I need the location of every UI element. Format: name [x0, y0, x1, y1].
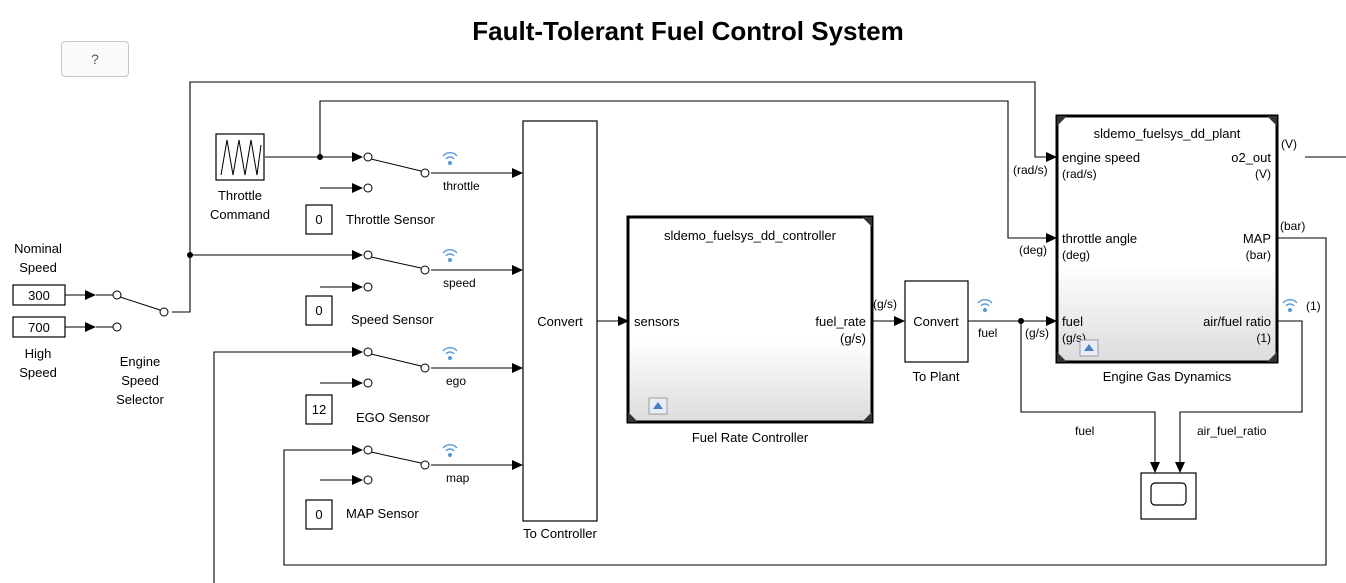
plant-model-name: sldemo_fuelsys_dd_plant	[1094, 126, 1241, 141]
fuel-rate-controller-label: Fuel Rate Controller	[692, 430, 809, 445]
nominal-speed-constant[interactable]	[12, 284, 66, 306]
wire-unit-o2: (V)	[1281, 137, 1297, 151]
air-fuel-ratio-signal-label: air_fuel_ratio	[1197, 424, 1267, 438]
plant-out-map-unit: (bar)	[1246, 248, 1271, 262]
to-controller-convert-label: Convert	[537, 314, 583, 329]
plant-out-air-fuel-ratio: air/fuel ratio	[1203, 314, 1271, 329]
selector-label: Engine	[120, 354, 160, 369]
wifi-icon	[442, 249, 458, 263]
engine-gas-dynamics-subsystem[interactable]	[1055, 114, 1279, 364]
controller-out-unit: (g/s)	[840, 331, 866, 346]
wifi-icon	[977, 299, 993, 313]
plant-in-throttle-angle-unit: (deg)	[1062, 248, 1090, 262]
selector-label-3: Selector	[116, 392, 164, 407]
wifi-icon	[442, 444, 458, 458]
high-speed-label-2: Speed	[19, 365, 57, 380]
wire-unit-fuel: (g/s)	[1025, 326, 1049, 340]
plant-out-map: MAP	[1243, 231, 1271, 246]
map-fault-constant[interactable]	[305, 499, 333, 530]
controller-in-port: sensors	[634, 314, 680, 329]
fuel-signal-label: fuel	[978, 326, 997, 340]
fuel-scope-signal-label: fuel	[1075, 424, 1094, 438]
plant-in-engine-speed-unit: (rad/s)	[1062, 167, 1097, 181]
throttle-fault-constant[interactable]	[305, 204, 333, 235]
map-sensor-switch[interactable]	[363, 445, 430, 485]
nominal-speed-value: 300	[28, 288, 50, 303]
plant-out-o2: o2_out	[1231, 150, 1271, 165]
to-controller-convert-block[interactable]	[522, 120, 598, 522]
throttle-sensor-switch[interactable]	[363, 152, 430, 193]
throttle-command-label-2: Command	[210, 207, 270, 222]
arrowheads	[85, 152, 1185, 485]
high-speed-label: High	[25, 346, 52, 361]
speed-fault-constant[interactable]	[305, 295, 333, 326]
controller-wire-unit: (g/s)	[873, 297, 897, 311]
plant-out-o2-unit: (V)	[1255, 167, 1271, 181]
plant-in-engine-speed: engine speed	[1062, 150, 1140, 165]
to-plant-label: To Plant	[913, 369, 960, 384]
plant-in-throttle-angle: throttle angle	[1062, 231, 1137, 246]
engine-speed-selector-switch[interactable]	[96, 290, 169, 332]
throttle-command-block[interactable]	[215, 133, 265, 181]
plant-in-fuel: fuel	[1062, 314, 1083, 329]
speed-sensor-label: Speed Sensor	[351, 312, 434, 327]
nominal-speed-label: Nominal	[14, 241, 62, 256]
wires	[65, 81, 1346, 583]
to-controller-label: To Controller	[523, 526, 597, 541]
wire-unit-throttle: (deg)	[1019, 243, 1047, 257]
map-sensor-label: MAP Sensor	[346, 506, 419, 521]
wifi-icon	[442, 152, 458, 166]
map-fault-value: 0	[315, 507, 322, 522]
high-speed-value: 700	[28, 320, 50, 335]
diagram-title: Fault-Tolerant Fuel Control System	[472, 16, 903, 46]
wifi-icon	[442, 347, 458, 361]
throttle-sensor-label: Throttle Sensor	[346, 212, 436, 227]
wifi-icon	[1282, 299, 1298, 313]
model-reference-icon	[648, 397, 668, 415]
model-reference-icon	[1079, 339, 1099, 357]
throttle-fault-value: 0	[315, 212, 322, 227]
scope-block[interactable]	[1140, 472, 1197, 520]
wire-unit-engine-speed: (rad/s)	[1013, 163, 1048, 177]
plant-out-air-fuel-ratio-unit: (1)	[1256, 331, 1271, 345]
ego-signal-label: ego	[446, 374, 466, 388]
engine-gas-dynamics-label: Engine Gas Dynamics	[1103, 369, 1232, 384]
wire-unit-map: (bar)	[1280, 219, 1305, 233]
help-button[interactable]: ?	[61, 41, 129, 77]
fuel-rate-controller-subsystem[interactable]	[626, 215, 874, 424]
wire-unit-air-fuel: (1)	[1306, 299, 1321, 313]
map-signal-label: map	[446, 471, 470, 485]
speed-signal-label: speed	[443, 276, 476, 290]
speed-fault-value: 0	[315, 303, 322, 318]
throttle-command-label: Throttle	[218, 188, 262, 203]
controller-out-port: fuel_rate	[815, 314, 866, 329]
ego-sensor-label: EGO Sensor	[356, 410, 430, 425]
throttle-signal-label: throttle	[443, 179, 480, 193]
controller-model-name: sldemo_fuelsys_dd_controller	[664, 228, 837, 243]
selector-label-2: Speed	[121, 373, 159, 388]
nominal-speed-label-2: Speed	[19, 260, 57, 275]
speed-sensor-switch[interactable]	[363, 250, 430, 292]
ego-sensor-switch[interactable]	[363, 347, 430, 388]
ego-fault-value: 12	[312, 402, 326, 417]
signal-logging-icons	[442, 152, 1298, 458]
to-plant-convert-block[interactable]	[904, 280, 969, 363]
to-plant-convert-label: Convert	[913, 314, 959, 329]
high-speed-constant[interactable]	[12, 316, 66, 338]
ego-fault-constant[interactable]	[305, 394, 333, 425]
